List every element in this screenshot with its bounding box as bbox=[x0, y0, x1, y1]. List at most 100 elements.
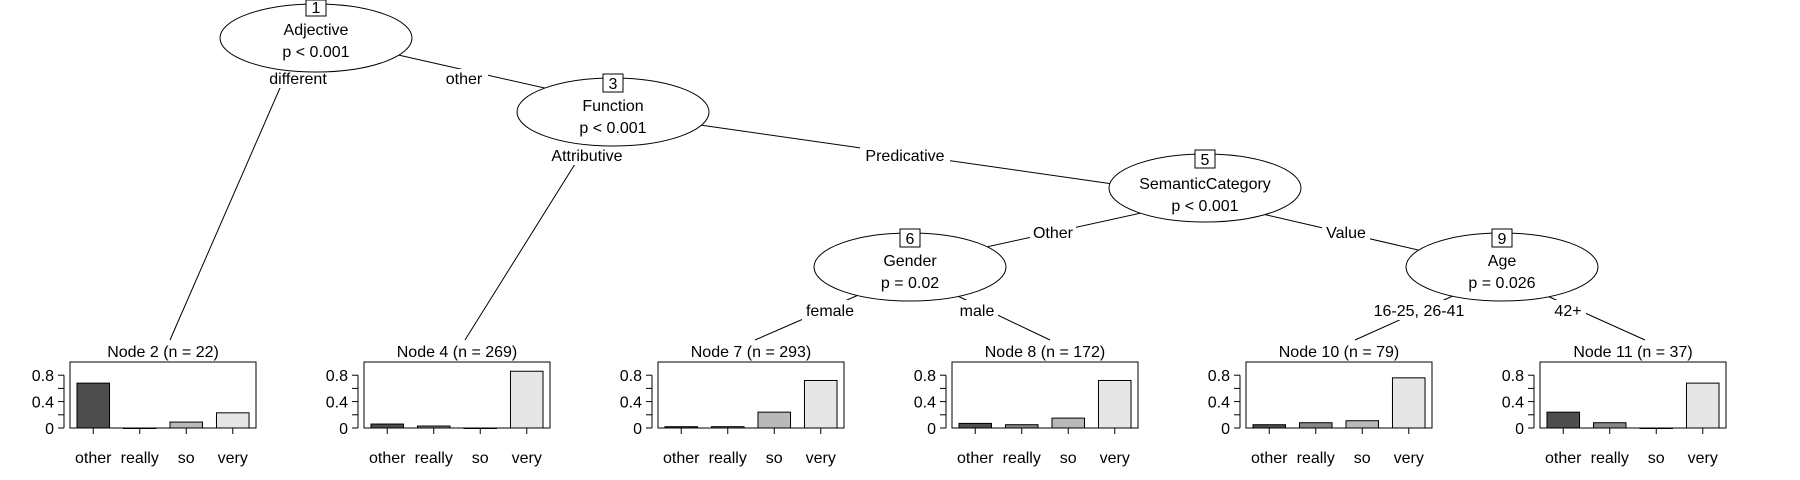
inner-node-9: 9 Age p = 0.026 bbox=[1405, 228, 1599, 302]
y-tick-label: 0.4 bbox=[1502, 395, 1524, 412]
node-variable-label: SemanticCategory bbox=[1139, 176, 1271, 193]
y-tick-label: 0.4 bbox=[914, 395, 936, 412]
y-tick-label: 0.8 bbox=[32, 368, 54, 385]
panel-frame bbox=[657, 361, 845, 429]
panel-frame bbox=[1245, 361, 1433, 429]
edge-label-9-11: 42+ bbox=[1554, 303, 1581, 320]
y-tick-label: 0.8 bbox=[914, 368, 936, 385]
panel-frame bbox=[363, 361, 551, 429]
y-tick-label: 0.4 bbox=[620, 395, 642, 412]
panel-frame bbox=[69, 361, 257, 429]
y-tick-label: 0.8 bbox=[620, 368, 642, 385]
bar-very bbox=[509, 370, 544, 429]
bar-very bbox=[1685, 382, 1720, 429]
panel-frame bbox=[1539, 361, 1727, 429]
x-tick-label: very bbox=[218, 450, 248, 467]
x-tick-label: very bbox=[1688, 450, 1718, 467]
bar-other bbox=[1546, 411, 1581, 429]
y-tick-label: 0 bbox=[1515, 421, 1524, 438]
x-tick-label: other bbox=[1251, 450, 1288, 467]
edge-label-3-5: Predicative bbox=[865, 148, 944, 165]
x-tick-label: other bbox=[663, 450, 700, 467]
bar-so bbox=[1345, 420, 1380, 429]
bar-really bbox=[1592, 422, 1627, 429]
edge-label-6-7: female bbox=[806, 303, 854, 320]
edge-label-1-3: other bbox=[446, 71, 483, 88]
edge-3-4 bbox=[464, 139, 591, 341]
x-tick-label: very bbox=[806, 450, 836, 467]
x-tick-label: very bbox=[1100, 450, 1130, 467]
bar-really bbox=[1004, 424, 1039, 429]
y-tick-label: 0 bbox=[339, 421, 348, 438]
y-tick-label: 0 bbox=[633, 421, 642, 438]
node-pvalue-label: p < 0.001 bbox=[1171, 198, 1238, 215]
bar-so bbox=[169, 421, 204, 429]
node-pvalue-label: p < 0.001 bbox=[579, 120, 646, 137]
inner-node-6: 6 Gender p = 0.02 bbox=[813, 228, 1007, 302]
bar-very bbox=[1391, 377, 1426, 429]
panel-title: Node 7 (n = 293) bbox=[691, 344, 812, 361]
bar-so bbox=[757, 411, 792, 429]
x-tick-label: so bbox=[472, 450, 489, 467]
panel-title: Node 10 (n = 79) bbox=[1279, 344, 1400, 361]
node-variable-label: Function bbox=[582, 98, 643, 115]
node-id-label: 9 bbox=[1498, 231, 1507, 248]
node-variable-label: Gender bbox=[883, 253, 937, 270]
edge-label-5-9: Value bbox=[1326, 225, 1366, 242]
bar-other bbox=[958, 422, 993, 429]
node-id-label: 1 bbox=[312, 0, 321, 17]
x-tick-label: really bbox=[121, 450, 159, 467]
x-tick-label: so bbox=[1354, 450, 1371, 467]
bar-really bbox=[1298, 422, 1333, 429]
panel-title: Node 2 (n = 22) bbox=[107, 344, 219, 361]
edge-label-1-2: different bbox=[269, 71, 327, 88]
y-tick-label: 0 bbox=[1221, 421, 1230, 438]
node-variable-label: Adjective bbox=[284, 22, 349, 39]
y-tick-label: 0.8 bbox=[1502, 368, 1524, 385]
x-tick-label: so bbox=[1060, 450, 1077, 467]
y-tick-label: 0.4 bbox=[326, 395, 348, 412]
y-tick-label: 0 bbox=[927, 421, 936, 438]
node-id-label: 3 bbox=[609, 76, 618, 93]
x-tick-label: really bbox=[1003, 450, 1041, 467]
node-pvalue-label: p = 0.026 bbox=[1468, 275, 1535, 292]
x-tick-label: so bbox=[178, 450, 195, 467]
panel-title: Node 11 (n = 37) bbox=[1573, 344, 1692, 361]
node-variable-label: Age bbox=[1488, 253, 1517, 270]
node-pvalue-label: p < 0.001 bbox=[282, 44, 349, 61]
x-tick-label: really bbox=[1591, 450, 1629, 467]
x-tick-label: other bbox=[1545, 450, 1582, 467]
edge-label-9-10: 16-25, 26-41 bbox=[1374, 303, 1465, 320]
bar-other bbox=[76, 382, 111, 429]
x-tick-label: really bbox=[1297, 450, 1335, 467]
x-tick-label: really bbox=[709, 450, 747, 467]
edge-label-6-8: male bbox=[960, 303, 995, 320]
edge-label-3-4: Attributive bbox=[551, 148, 622, 165]
terminal-node-5: Node 10 (n = 79) 0 0.4 0.8 other really so very bbox=[1208, 344, 1433, 467]
x-tick-label: very bbox=[512, 450, 542, 467]
y-tick-label: 0.4 bbox=[1208, 395, 1230, 412]
bar-other bbox=[664, 426, 699, 429]
panel-title: Node 4 (n = 269) bbox=[397, 344, 518, 361]
edge-label-5-6: Other bbox=[1033, 225, 1074, 242]
panel-frame bbox=[951, 361, 1139, 429]
inner-node-1: 1 Adjective p < 0.001 bbox=[219, 0, 413, 73]
node-id-label: 6 bbox=[906, 231, 915, 248]
bar-other bbox=[1252, 424, 1287, 429]
y-tick-label: 0.8 bbox=[1208, 368, 1230, 385]
x-tick-label: other bbox=[957, 450, 994, 467]
inner-node-5: 5 SemanticCategory p < 0.001 bbox=[1108, 149, 1302, 223]
node-id-label: 5 bbox=[1201, 152, 1210, 169]
x-tick-label: so bbox=[1648, 450, 1665, 467]
bar-really bbox=[416, 425, 451, 429]
edge-1-2 bbox=[169, 64, 291, 341]
x-tick-label: very bbox=[1394, 450, 1424, 467]
edge-labels: different other Attributive Predicative … bbox=[262, 68, 1586, 320]
y-tick-label: 0.8 bbox=[326, 368, 348, 385]
